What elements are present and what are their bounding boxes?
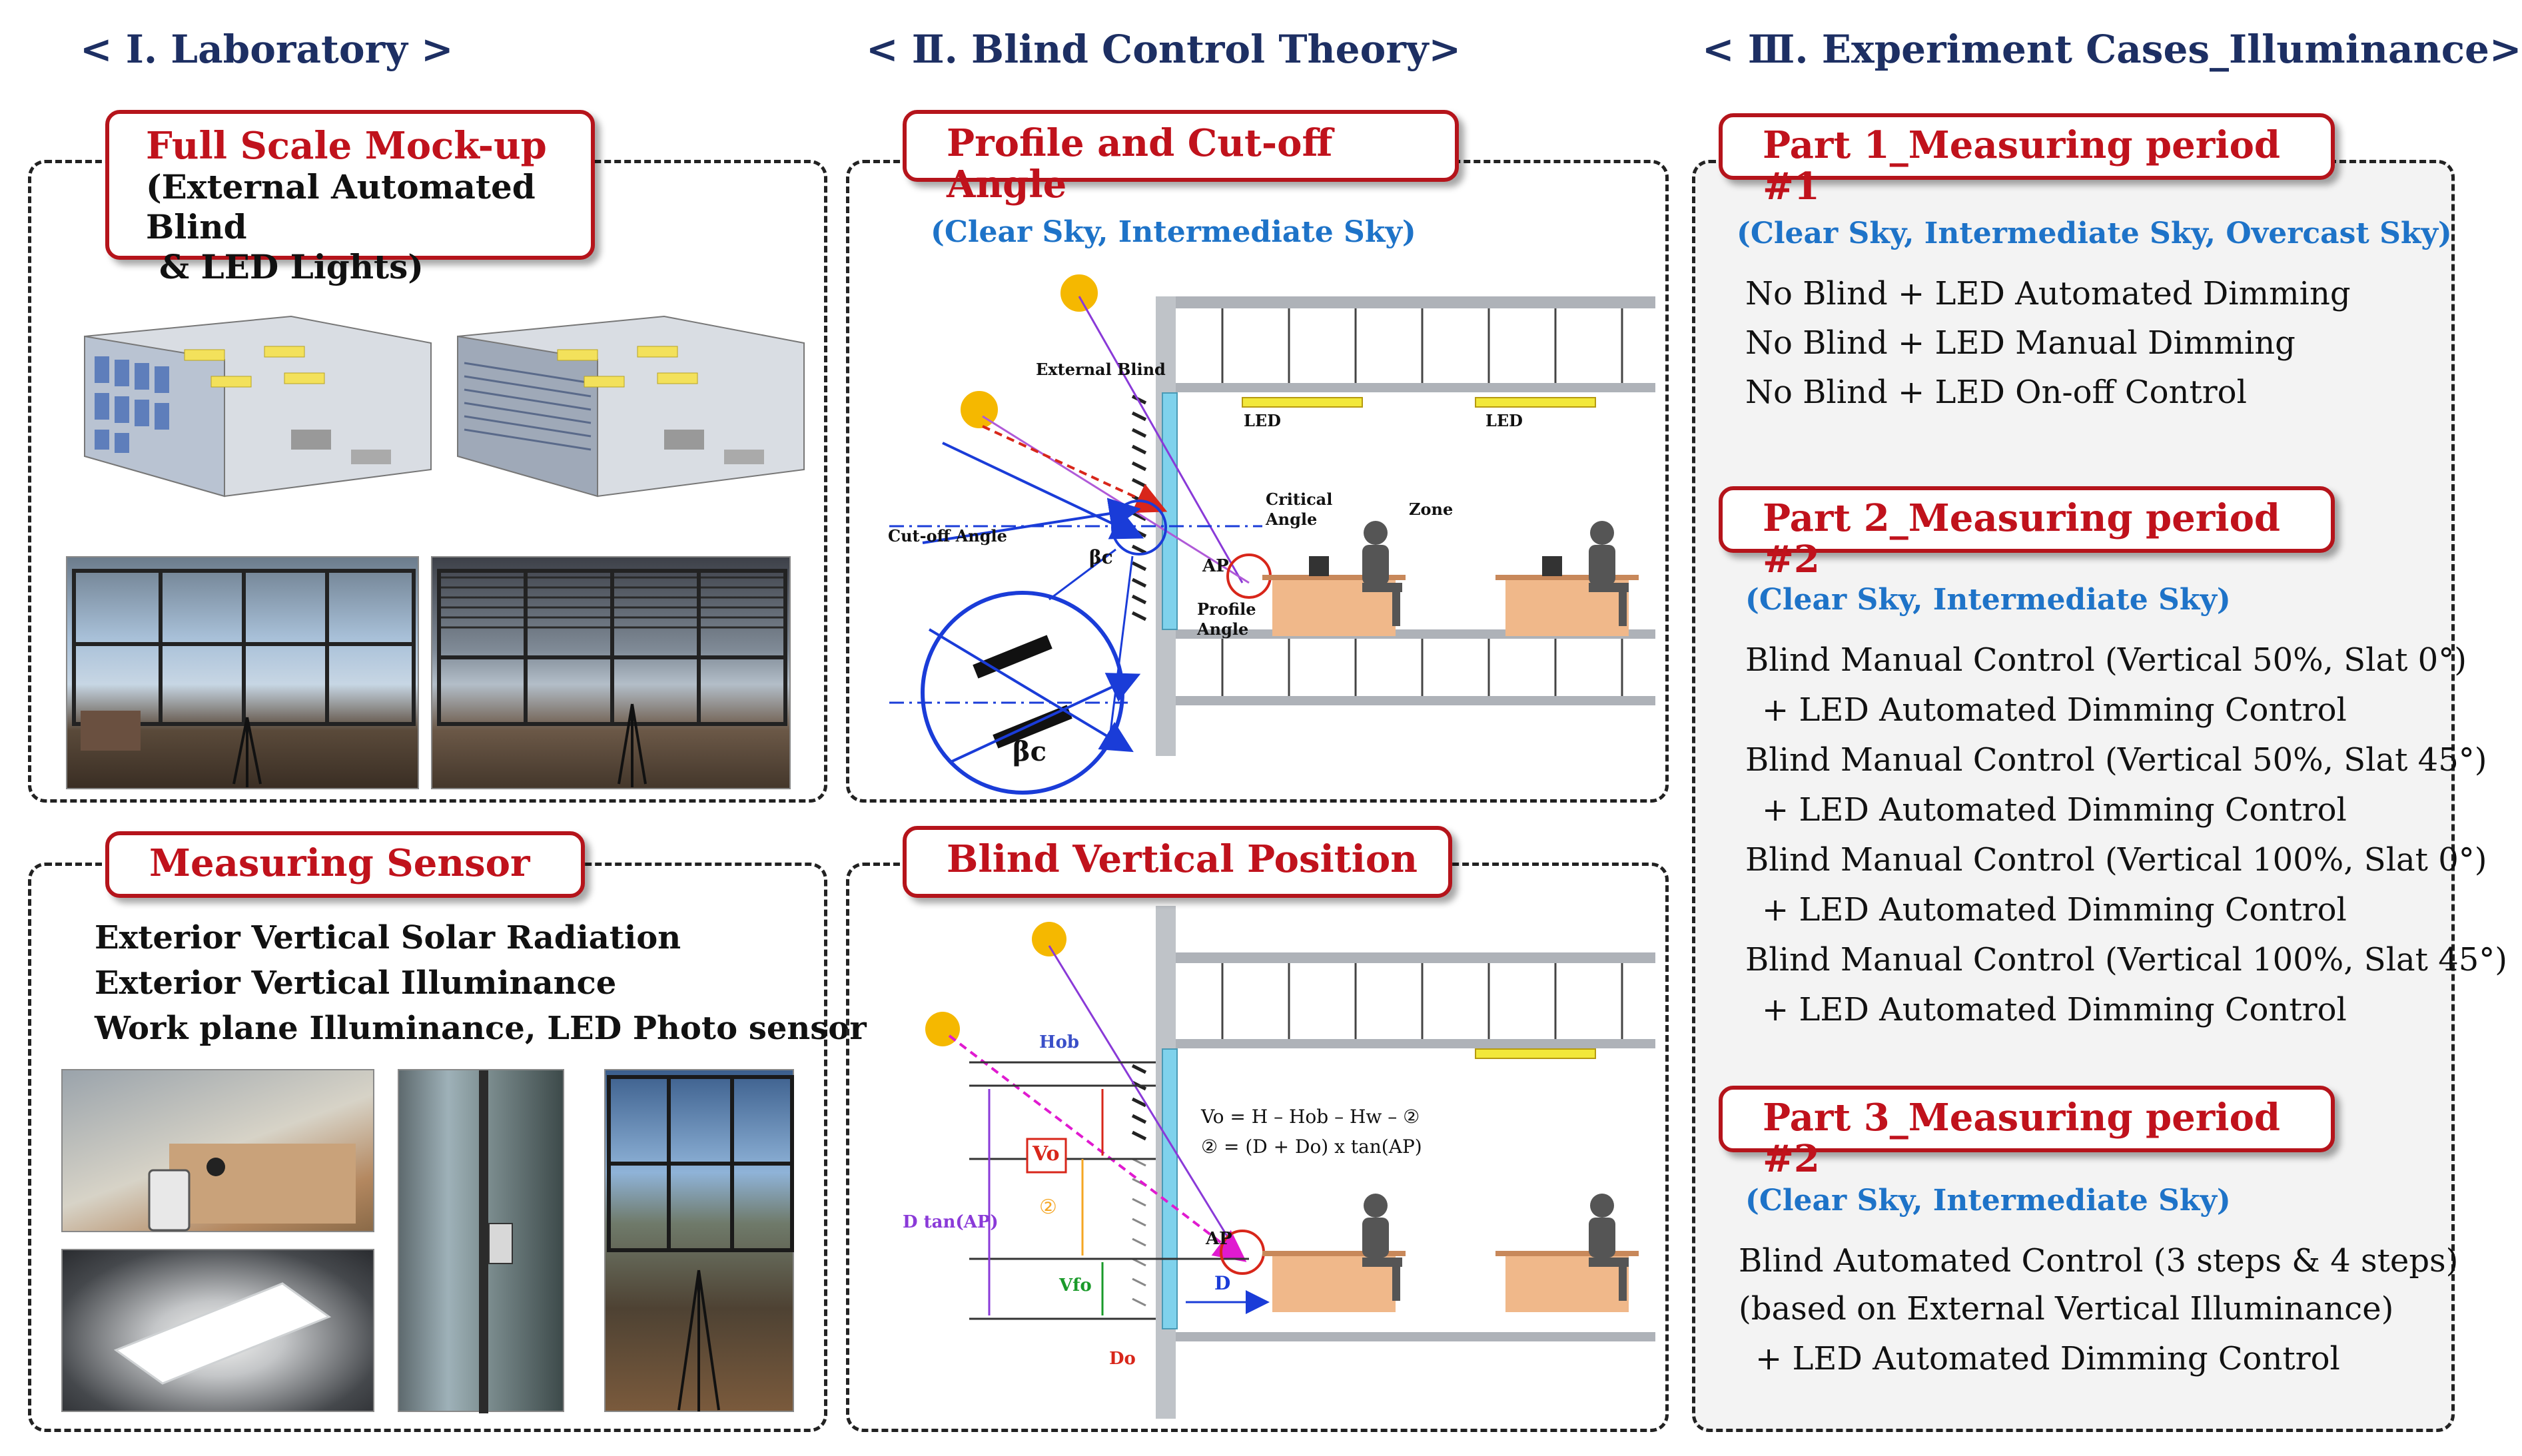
vfo-label: Vfo [1059,1275,1092,1295]
interior-photo-no-blind [66,556,419,789]
profile-angle-symbol: AP [1202,556,1229,576]
part3-sky-label: (Clear Sky, Intermediate Sky) [1745,1184,2231,1218]
part2-line-2: + LED Automated Dimming Control [1762,691,2347,729]
formula-vo: Vo = H – Hob – Hw – ② [1201,1106,1420,1128]
badge-title: Part 3_Measuring period #2 [1763,1096,2281,1181]
badge-title: Blind Vertical Position [947,837,1418,881]
blind-vertical-diagram [925,906,1655,1419]
part3-line-2: (based on External Vertical Illuminance) [1739,1290,2394,1327]
part2-line-8: + LED Automated Dimming Control [1762,991,2347,1028]
sensor-line-3: Work plane Illuminance, LED Photo sensor [95,1010,867,1047]
badge-title: Part 2_Measuring period #2 [1763,496,2281,581]
d-label: D [1214,1272,1231,1294]
badge-title: Measuring Sensor [149,841,530,885]
part1-badge: Part 1_Measuring period #1 [1719,113,2335,206]
window-tripod-photo [604,1069,794,1412]
profile-cutoff-diagram [889,274,1655,795]
part2-line-7: Blind Manual Control (Vertical 100%, Sla… [1745,941,2508,978]
external-blind-label: External Blind [1036,360,1166,379]
part2-line-4: + LED Automated Dimming Control [1762,791,2347,829]
profile-cutoff-panel: (Clear Sky, Intermediate Sky) External B… [846,160,1669,803]
full-scale-mockup-badge: Full Scale Mock-up (External Automated B… [105,110,595,286]
critical-angle-label-1: Critical [1266,490,1333,509]
vo-label: Vo [1033,1142,1060,1166]
part3-line-1: Blind Automated Control (3 steps & 4 ste… [1739,1242,2459,1279]
do-label: Do [1109,1349,1136,1369]
part1-line-2: No Blind + LED Manual Dimming [1745,324,2296,362]
formula-circled-two: ② = (D + Do) x tan(AP) [1201,1136,1422,1158]
mockup-render-right [444,296,817,523]
part2-sky-label: (Clear Sky, Intermediate Sky) [1745,583,2231,617]
sensor-photo-desk [61,1069,374,1232]
part2-line-6: + LED Automated Dimming Control [1762,891,2347,928]
section-heading-blind-control-theory: < Ⅱ. Blind Control Theory> [866,27,1462,72]
section-heading-laboratory: < Ⅰ. Laboratory > [80,27,454,72]
badge-subtitle-line-1: (External Automated Blind [146,167,536,246]
profile-angle-label-1: Profile [1197,599,1256,619]
part3-badge: Part 3_Measuring period #2 [1719,1086,2335,1179]
measuring-sensor-badge: Measuring Sensor [105,831,585,898]
d-tan-ap-label: D tan(AP) [903,1212,999,1232]
badge-title: Full Scale Mock-up [146,124,547,168]
part2-line-5: Blind Manual Control (Vertical 100%, Sla… [1745,841,2487,879]
badge-title: Profile and Cut-off Angle [947,121,1333,206]
beta-c-large-label: βc [1013,736,1047,767]
circled-two-label: ② [1039,1196,1057,1219]
ap-label: AP [1206,1229,1232,1249]
section-heading-experiment-cases: < Ⅲ. Experiment Cases_Illuminance> [1702,27,2522,72]
exterior-sensor-photo [398,1069,564,1413]
laboratory-panel [28,160,827,803]
blind-vertical-position-badge: Blind Vertical Position [903,826,1452,898]
part2-line-3: Blind Manual Control (Vertical 50%, Slat… [1745,741,2487,779]
part1-line-1: No Blind + LED Automated Dimming [1745,275,2351,312]
zone-label: Zone [1409,500,1454,519]
profile-cutoff-badge: Profile and Cut-off Angle [903,110,1459,204]
badge-subtitle-line-2: & LED Lights) [159,246,424,286]
part2-badge: Part 2_Measuring period #2 [1719,486,2335,579]
interior-photo-with-blind [431,556,791,789]
led-label-2: LED [1485,411,1523,430]
part3-line-3: + LED Automated Dimming Control [1755,1340,2340,1377]
sensor-line-2: Exterior Vertical Illuminance [95,964,617,1002]
badge-title: Part 1_Measuring period #1 [1763,123,2281,208]
sky-condition-label: (Clear Sky, Intermediate Sky) [931,215,1416,249]
sensor-line-1: Exterior Vertical Solar Radiation [95,919,681,956]
cutoff-angle-label: Cut-off Angle [888,526,1007,546]
experiment-cases-panel: (Clear Sky, Intermediate Sky, Overcast S… [1692,160,2507,1432]
measuring-sensor-panel: Exterior Vertical Solar Radiation Exteri… [28,863,867,1432]
mockup-render-left [71,296,444,523]
part2-line-1: Blind Manual Control (Vertical 50%, Slat… [1745,641,2467,679]
hob-label: Hob [1039,1032,1080,1052]
part1-sky-label: (Clear Sky, Intermediate Sky, Overcast S… [1737,216,2452,250]
led-label-1: LED [1244,411,1281,430]
blind-vertical-position-panel: Hob Vo ② D tan(AP) Vfo Do D AP Vo = H – … [846,863,1669,1432]
beta-c-small-label: βc [1089,546,1113,568]
critical-angle-label-2: Angle [1266,510,1318,529]
profile-angle-label-2: Angle [1197,619,1249,639]
part1-line-3: No Blind + LED On-off Control [1745,374,2247,411]
led-light-photo [61,1249,374,1412]
